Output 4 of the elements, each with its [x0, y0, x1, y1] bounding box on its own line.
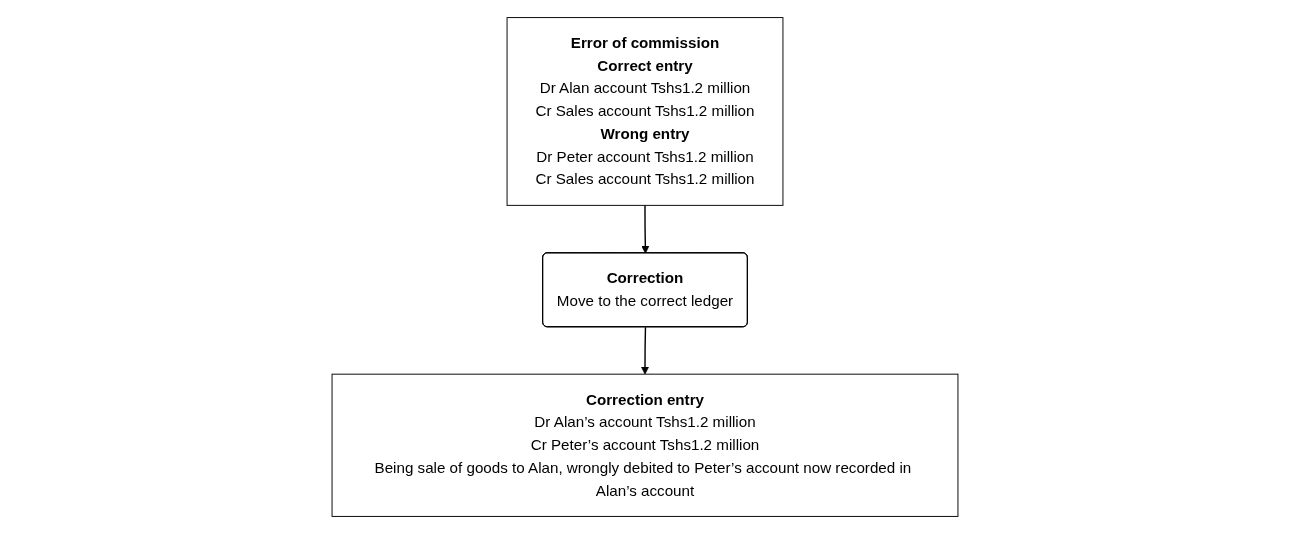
node-box: Error of commission Correct entry Dr Alan account Tshs1.2 million Cr Sales account Tshs1.2 million Wrong entry Dr Peter account Tshs1.2 million Cr Sales account Tshs1.2 million: [506, 17, 784, 206]
node-box: Correction entry Dr Alan’s account Tshs1.2 million Cr Peter’s account Tshs1.2 million Being sale of goods to Alan, wrongly debited to Peter’s account now recorded in Alan’s account: [331, 373, 959, 517]
arrow: [641, 204, 650, 254]
arrow: [640, 326, 650, 375]
